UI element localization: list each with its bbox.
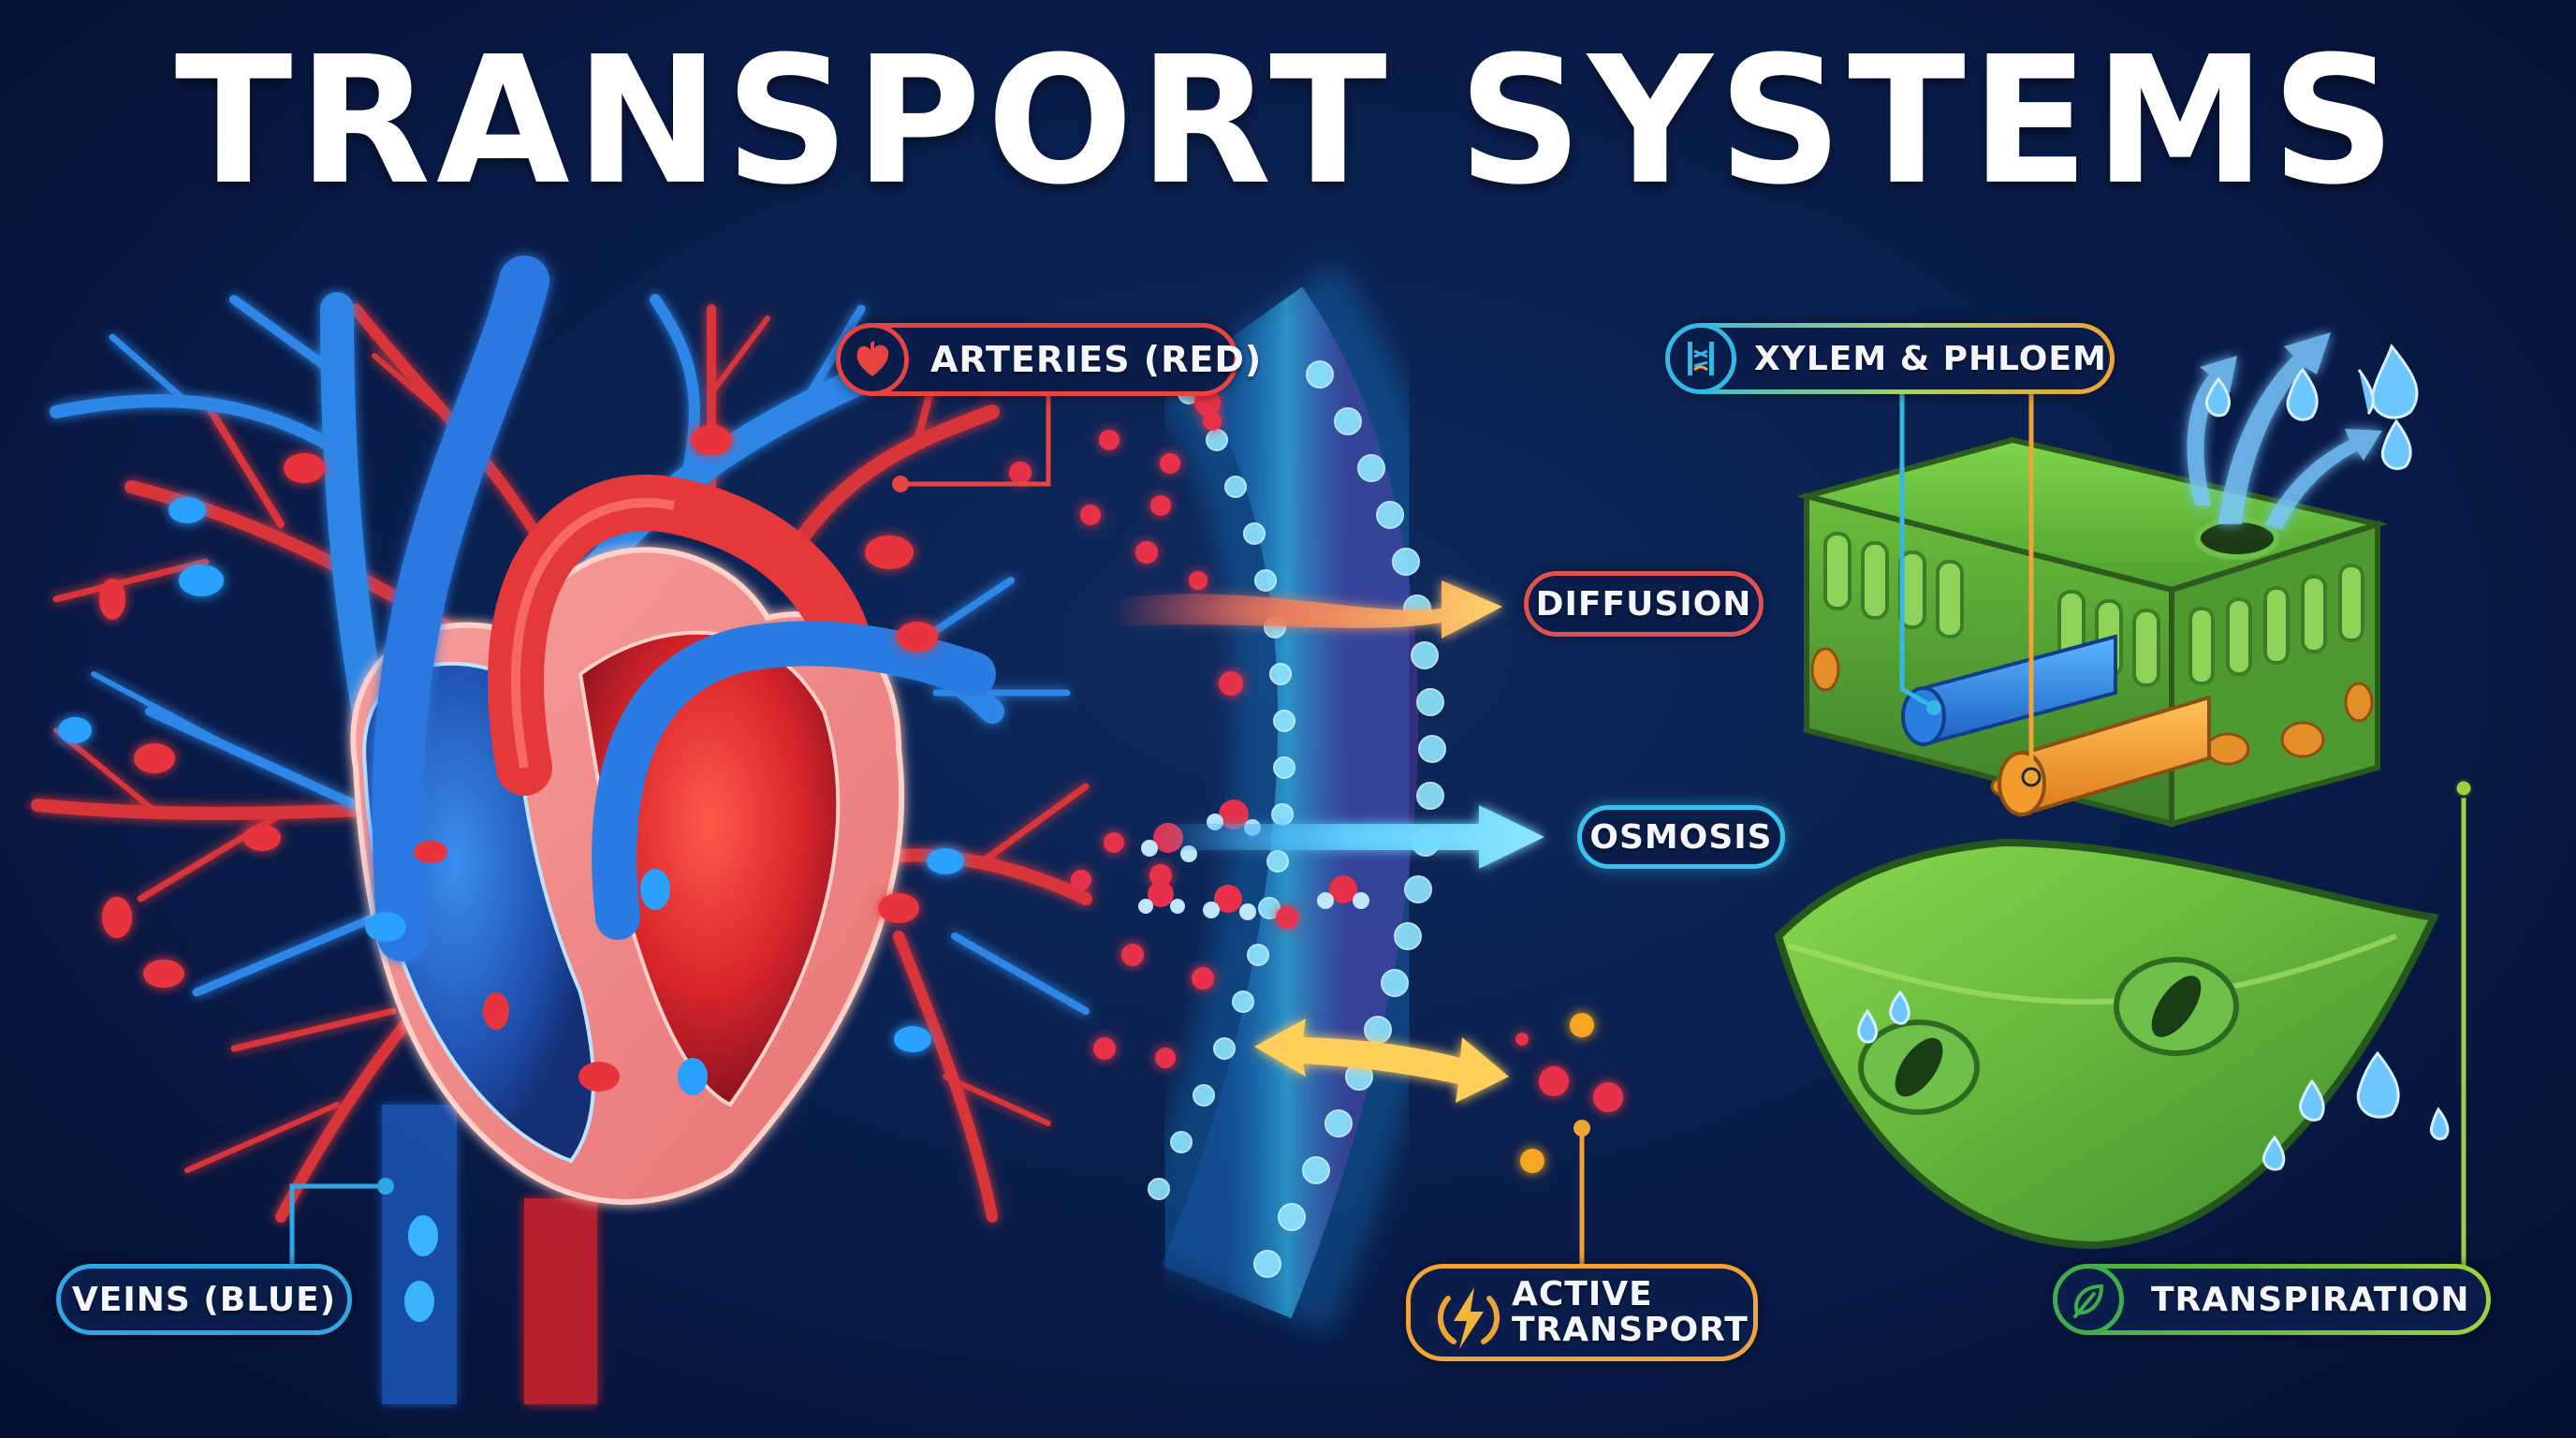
aorta-descending: [524, 1198, 597, 1404]
transpiration-label-text: TRANSPIRATION: [2151, 1280, 2470, 1319]
heart-icon: [856, 341, 889, 376]
arteries-icon-circle: [836, 323, 909, 396]
water-molecules: [1138, 800, 1369, 920]
diffusion-label: DIFFUSION: [1524, 571, 1764, 637]
active-transport-line2: TRANSPORT: [1512, 1311, 1749, 1349]
active-transport-label-text: ACTIVE TRANSPORT: [1512, 1277, 1749, 1348]
osmosis-arrow: [1151, 805, 1544, 869]
active-transport-line1: ACTIVE: [1512, 1275, 1653, 1313]
osmosis-label-text: OSMOSIS: [1589, 817, 1773, 857]
xylem-phloem-label-text: XYLEM & PHLOEM: [1754, 339, 2107, 378]
osmosis-label: OSMOSIS: [1577, 805, 1785, 869]
page-title: TRANSPORT SYSTEMS: [174, 19, 2402, 224]
diffusion-arrow: [1114, 580, 1502, 638]
vapor-arrows: [2187, 332, 2382, 530]
diffusion-label-text: DIFFUSION: [1535, 584, 1752, 624]
pulmonary-vein: [592, 621, 996, 940]
arteries-connector-dot: [892, 476, 909, 492]
active-transport-connector-dot: [1573, 1120, 1590, 1137]
lipid-bilayer: [1161, 286, 1419, 1319]
arteries-connector: [900, 393, 1051, 487]
phloem-connector-dot: [2021, 767, 2042, 787]
transpiration-connector-dot: [2453, 778, 2474, 799]
xylem-connector-dot: [1926, 700, 1941, 715]
xylem-phloem-label-inner: XYLEM & PHLOEM: [1665, 323, 2110, 394]
circulatory-illustration: [31, 256, 1092, 1404]
phospholipid-heads: [1148, 360, 1446, 1278]
palisade-cells: [1823, 532, 2364, 687]
xylem-phloem-label: XYLEM & PHLOEM: [1665, 323, 2115, 394]
blood-cells: [58, 425, 964, 1322]
arteries-label: ARTERIES (RED): [836, 323, 1261, 396]
superior-vena-cava: [372, 256, 549, 961]
transpiration-label: TRANSPIRATION: [2053, 1264, 2491, 1335]
veins-label-text: VEINS (BLUE): [71, 1280, 337, 1319]
connector-lines: [289, 391, 2474, 1269]
solute-molecules: [1009, 389, 1298, 1068]
leaf-illustration: [1774, 332, 2450, 1250]
active-transport-label: ACTIVE TRANSPORT: [1406, 1264, 1758, 1361]
xylem-vessel: [1901, 634, 2117, 747]
top-stoma: [2195, 517, 2279, 560]
transpiration-icon-circle: [2053, 1264, 2124, 1335]
xylem-tube-icon: [1688, 342, 1714, 375]
stomata: [1858, 957, 2239, 1115]
veins-label: VEINS (BLUE): [56, 1264, 352, 1335]
lightning-icon: [1437, 1287, 1500, 1349]
xylem-phloem-icon-circle: [1665, 323, 1736, 394]
veins-connector: [289, 1183, 384, 1269]
pumped-ions: [1515, 1013, 1623, 1173]
water-droplets: [1857, 343, 2450, 1171]
leaf-icon: [2073, 1284, 2104, 1318]
veins-connector-dot: [377, 1178, 394, 1195]
transpiration-label-inner: TRANSPIRATION: [2053, 1264, 2486, 1335]
membrane-illustration: [1009, 262, 1623, 1334]
active-transport-arrow: [1254, 1019, 1509, 1103]
arteries-label-text: ARTERIES (RED): [930, 339, 1263, 380]
xylem-connector: [1899, 391, 1935, 710]
